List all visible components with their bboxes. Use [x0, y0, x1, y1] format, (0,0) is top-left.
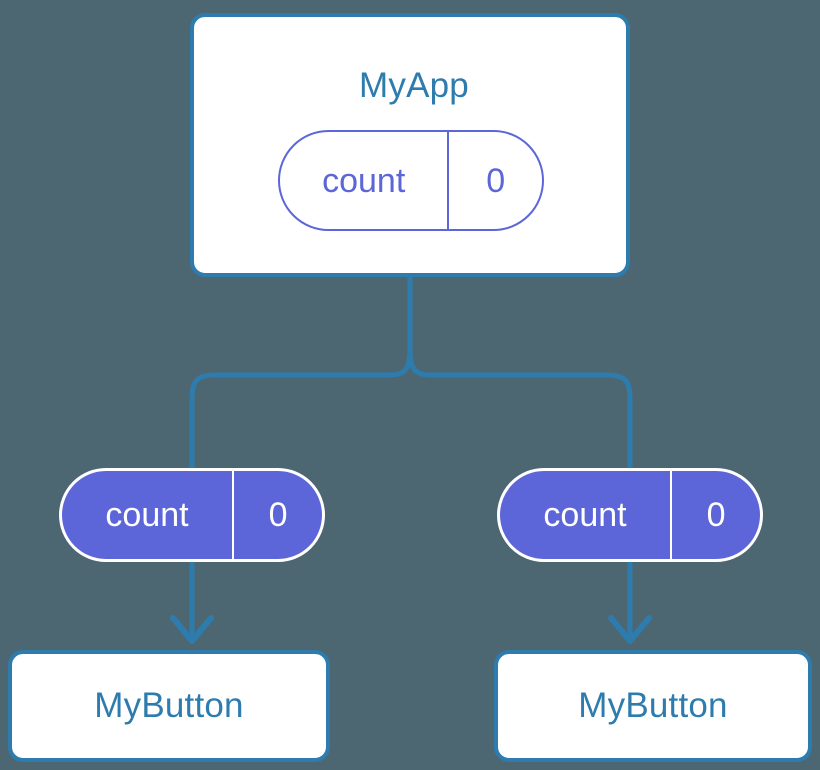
prop-pill-key: count: [500, 471, 673, 559]
component-title-mybutton-right: MyButton: [578, 686, 728, 725]
prop-pill-value: 0: [706, 496, 726, 534]
branch-connector-right: [407, 347, 633, 468]
state-pill-key: count: [280, 132, 450, 229]
prop-pill-value: 0: [268, 496, 288, 534]
component-box-mybutton-right[interactable]: MyButton: [494, 650, 812, 762]
prop-pill-right-count[interactable]: count 0: [497, 468, 763, 562]
prop-pill-left-count[interactable]: count 0: [59, 468, 325, 562]
state-pill-value: 0: [486, 161, 506, 200]
component-title-myapp: MyApp: [359, 66, 469, 105]
state-pill-myapp-count[interactable]: count 0: [278, 130, 544, 231]
component-box-mybutton-left[interactable]: MyButton: [8, 650, 330, 762]
prop-pill-key: count: [62, 471, 235, 559]
prop-arrow-right-head: [608, 615, 652, 644]
component-title-mybutton-left: MyButton: [94, 686, 244, 725]
prop-arrow-left-head: [170, 615, 214, 644]
branch-connector-left: [189, 347, 413, 468]
